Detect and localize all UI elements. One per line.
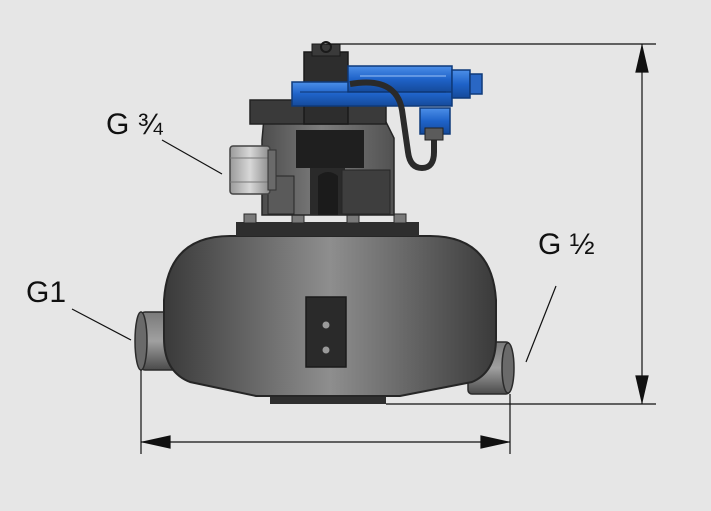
flange-bolts (243, 213, 407, 224)
arrow-icon (635, 45, 649, 73)
dimension-lines (71, 43, 656, 454)
leader-g-three-quarter (161, 139, 223, 175)
actuator-housing (249, 99, 395, 216)
tube-fitting (424, 127, 444, 141)
leader-g-half (525, 285, 557, 363)
pilot-tube (349, 79, 437, 172)
arrow-icon (480, 435, 509, 449)
label-g-half: G ½ (538, 228, 595, 261)
arrow-icon (635, 375, 649, 403)
leader-g-one (71, 308, 132, 341)
valve-assembly (134, 41, 515, 404)
body-nameplate (305, 296, 347, 368)
top-flange (236, 222, 419, 236)
label-g-three-quarter: G ¾ (106, 108, 164, 141)
side-nut-three-quarter (229, 145, 277, 195)
arrow-icon (142, 435, 171, 449)
label-g-one: G1 (26, 276, 66, 309)
